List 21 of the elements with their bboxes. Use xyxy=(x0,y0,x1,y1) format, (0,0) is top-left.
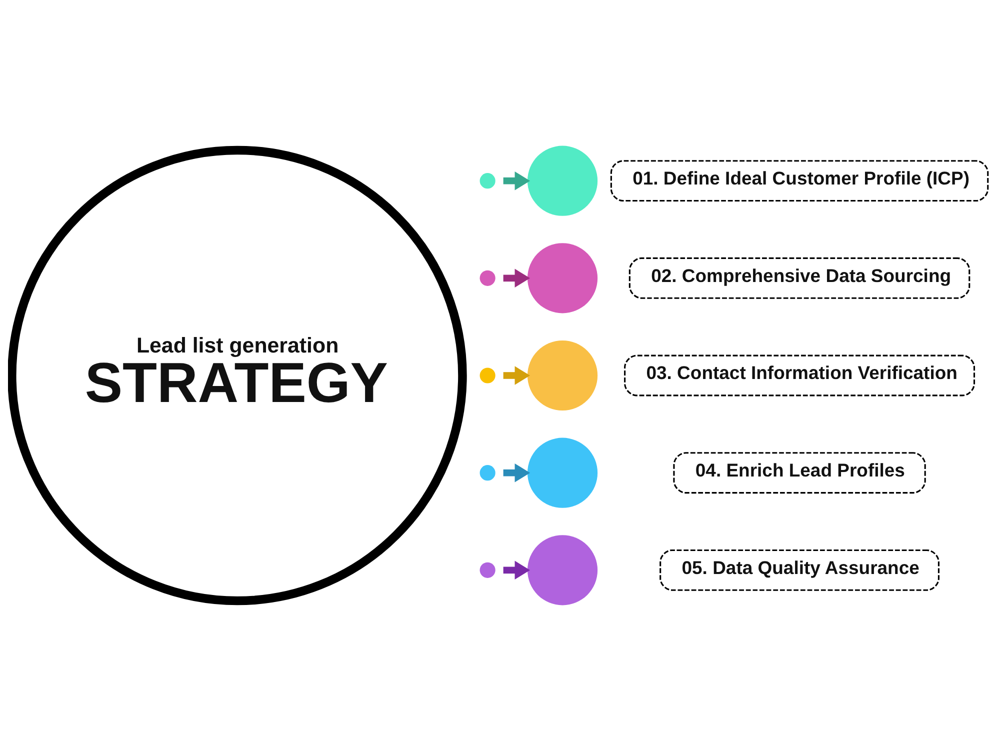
node-circle xyxy=(480,562,496,578)
node-circle xyxy=(527,242,598,313)
arrow xyxy=(503,560,530,580)
node-circle xyxy=(527,145,598,216)
node-circle xyxy=(480,270,496,286)
node-circle xyxy=(527,534,598,605)
node-circle xyxy=(527,437,598,508)
arrow xyxy=(503,462,530,482)
arrow xyxy=(503,268,530,288)
node-circle xyxy=(480,464,496,480)
node-circle: Lead list generation STRATEGY xyxy=(8,145,467,605)
node-circle xyxy=(527,340,598,410)
node-box: 02. Comprehensive Data Sourcing xyxy=(628,256,970,298)
node-box: 05. Data Quality Assurance xyxy=(660,548,940,590)
node-box: 04. Enrich Lead Profiles xyxy=(673,452,926,494)
node-box: 01. Define Ideal Customer Profile (ICP) xyxy=(610,160,989,202)
node-circle xyxy=(480,172,496,188)
node-box: 03. Contact Information Verification xyxy=(624,354,976,396)
node-circle xyxy=(480,367,496,383)
arrow xyxy=(503,366,530,384)
arrow xyxy=(503,170,530,190)
